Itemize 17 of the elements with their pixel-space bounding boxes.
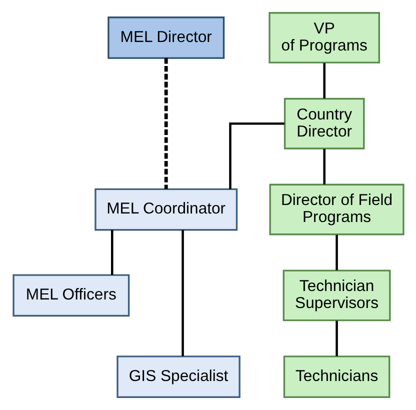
connector	[110, 230, 113, 275]
connector	[228, 122, 284, 190]
connector	[322, 63, 325, 98]
node-box: MEL Director	[107, 16, 224, 59]
node-box: MEL Coordinator	[94, 188, 238, 231]
node-box: GIS Specialist	[116, 356, 240, 398]
node-box: Technician Supervisors	[282, 270, 390, 322]
node-box: MEL Officers	[12, 274, 130, 317]
connector	[322, 148, 325, 184]
node-box: Technicians	[282, 356, 390, 398]
connector	[164, 58, 168, 190]
node-box: Director of Field Programs	[268, 184, 404, 236]
connector	[335, 320, 338, 356]
connector	[335, 234, 338, 270]
connector	[181, 230, 184, 356]
node-box: VP of Programs	[268, 12, 380, 64]
node-box: Country Director	[283, 98, 364, 150]
